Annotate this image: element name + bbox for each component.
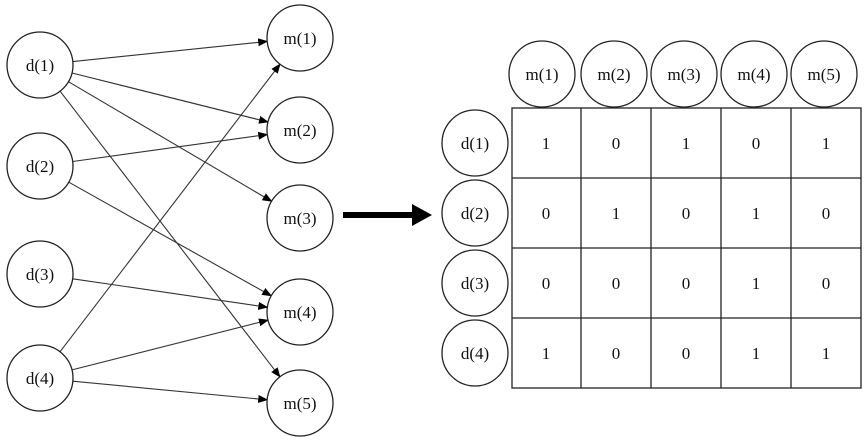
matrix-cell: 1 [612, 204, 621, 223]
header-label: m(5) [807, 65, 840, 84]
node-label: d(1) [26, 56, 54, 75]
edge-d1-m5 [60, 91, 280, 377]
node-label: m(5) [283, 394, 316, 413]
matrix-column-headers: m(1) m(2) m(3) m(4) m(5) [509, 41, 857, 107]
matrix-cell: 0 [612, 344, 621, 363]
row-header-d1: d(1) [442, 110, 508, 176]
target-node-m5: m(5) [267, 370, 333, 436]
row-header-d4: d(4) [442, 320, 508, 386]
matrix-cell: 0 [822, 274, 831, 293]
node-label: m(3) [283, 209, 316, 228]
edge-d4-m4 [72, 320, 268, 370]
row-header-d3: d(3) [442, 250, 508, 316]
graph-edges [60, 41, 280, 399]
target-node-m2: m(2) [267, 97, 333, 163]
matrix-cell: 0 [682, 344, 691, 363]
matrix-row: 0 1 0 1 0 [542, 204, 831, 223]
matrix-row: 1 0 0 1 1 [542, 344, 831, 363]
edge-d4-m1 [60, 64, 280, 352]
matrix-cell: 0 [752, 134, 761, 153]
edge-d1-m2 [72, 73, 268, 122]
transform-arrow [343, 204, 432, 226]
matrix-cell: 0 [682, 274, 691, 293]
matrix-cell: 0 [612, 274, 621, 293]
source-node-d4: d(4) [7, 345, 73, 411]
target-node-m3: m(3) [267, 185, 333, 251]
matrix-row-headers: d(1) d(2) d(3) d(4) [442, 110, 508, 386]
row-header-d2: d(2) [442, 180, 508, 246]
source-node-d2: d(2) [7, 133, 73, 199]
source-nodes: d(1) d(2) d(3) d(4) [7, 32, 73, 411]
matrix-cell: 1 [752, 344, 761, 363]
edge-d2-m2 [73, 135, 268, 162]
header-label: m(3) [667, 65, 700, 84]
node-label: m(2) [283, 121, 316, 140]
header-label: m(1) [525, 65, 558, 84]
target-nodes: m(1) m(2) m(3) m(4) m(5) [267, 5, 333, 436]
header-label: d(1) [461, 134, 489, 153]
matrix-row: 1 0 1 0 1 [542, 134, 831, 153]
column-header-m3: m(3) [651, 41, 717, 107]
edge-d2-m4 [69, 182, 271, 296]
matrix-cell: 0 [612, 134, 621, 153]
node-label: d(3) [26, 265, 54, 284]
column-header-m1: m(1) [509, 41, 575, 107]
matrix-cell: 0 [542, 204, 551, 223]
matrix-cell: 0 [822, 204, 831, 223]
matrix-cell: 1 [822, 134, 831, 153]
transform-arrow-head [412, 204, 432, 226]
column-header-m5: m(5) [791, 41, 857, 107]
column-header-m2: m(2) [581, 41, 647, 107]
edge-d1-m1 [73, 41, 267, 61]
header-label: m(2) [597, 65, 630, 84]
matrix-cell: 0 [542, 274, 551, 293]
matrix-cell: 1 [682, 134, 691, 153]
source-node-d1: d(1) [7, 32, 73, 98]
target-node-m4: m(4) [267, 279, 333, 345]
matrix-cell: 1 [822, 344, 831, 363]
node-label: m(4) [283, 303, 316, 322]
node-label: d(4) [26, 369, 54, 388]
node-label: d(2) [26, 157, 54, 176]
edge-d4-m5 [73, 381, 267, 400]
matrix-cell: 1 [752, 274, 761, 293]
matrix-cell: 0 [682, 204, 691, 223]
node-label: m(1) [283, 29, 316, 48]
edge-d3-m4 [73, 279, 268, 307]
column-header-m4: m(4) [721, 41, 787, 107]
matrix-cell: 1 [752, 204, 761, 223]
header-label: d(4) [461, 344, 489, 363]
matrix-cell: 1 [542, 134, 551, 153]
matrix-cell: 1 [542, 344, 551, 363]
header-label: m(4) [737, 65, 770, 84]
target-node-m1: m(1) [267, 5, 333, 71]
header-label: d(2) [461, 204, 489, 223]
source-node-d3: d(3) [7, 241, 73, 307]
header-label: d(3) [461, 274, 489, 293]
matrix-row: 0 0 0 1 0 [542, 274, 831, 293]
